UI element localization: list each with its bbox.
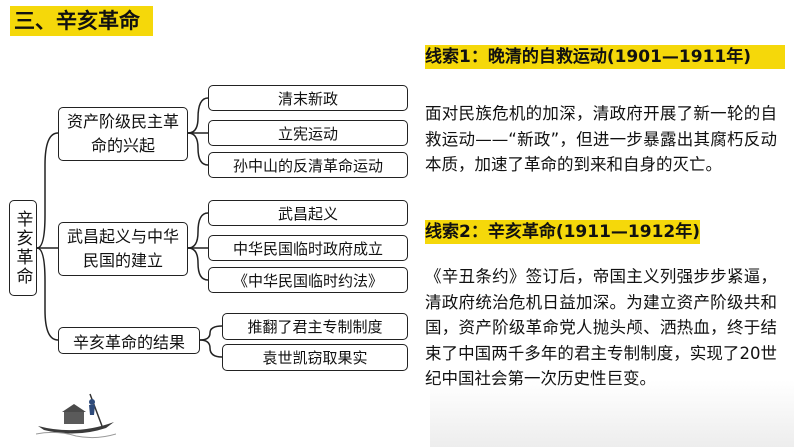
- connector-b3-c1: [199, 325, 223, 341]
- connector-b1-c1: [187, 97, 209, 134]
- connector-b1-c3: [187, 132, 209, 166]
- clue-1-text: 面对民族危机的加深，清政府开展了新一轮的自救运动——“新政”，但进一步暴露出其腐…: [425, 104, 777, 174]
- section-title: 三、辛亥革命: [10, 6, 153, 36]
- mindmap-b1-child-1: 清末新政: [208, 85, 408, 111]
- mindmap-b1-child-2: 立宪运动: [208, 120, 408, 146]
- connector-b2-c1: [187, 212, 209, 249]
- mindmap-b2-child-1: 武昌起义: [208, 200, 408, 226]
- connector-root-branch1: [36, 132, 59, 249]
- mindmap-b2-child-2: 中华民国临时政府成立: [208, 235, 408, 261]
- ink-wash-decoration: [430, 380, 794, 447]
- mindmap-b1-child-3: 孙中山的反清革命运动: [208, 152, 408, 178]
- clue-2-heading: 线索2：辛亥革命(1911—1912年): [425, 220, 700, 244]
- mindmap-b3-child-1: 推翻了君主专制制度: [222, 313, 408, 340]
- connector-b3-c2: [199, 339, 223, 358]
- mindmap-branch-1: 资产阶级民主革命的兴起: [58, 107, 188, 161]
- mindmap-b2-child-3: 《中华民国临时约法》: [208, 267, 408, 293]
- connector-root-branch3: [36, 247, 59, 341]
- mindmap-root: 辛亥革命: [9, 200, 37, 296]
- clue-2-text: 《辛丑条约》签订后，帝国主义列强步步紧逼，清政府统治危机日益加深。为建立资产阶级…: [425, 267, 777, 388]
- boat-icon: [36, 393, 116, 439]
- mindmap-branch-3: 辛亥革命的结果: [58, 327, 200, 354]
- connector-b2-c3: [187, 247, 209, 281]
- mindmap-branch-2: 武昌起义与中华民国的建立: [58, 222, 188, 276]
- clue-1-heading: 线索1：晚清的自救运动(1901—1911年): [425, 45, 785, 69]
- mindmap-b3-child-2: 袁世凯窃取果实: [222, 344, 408, 371]
